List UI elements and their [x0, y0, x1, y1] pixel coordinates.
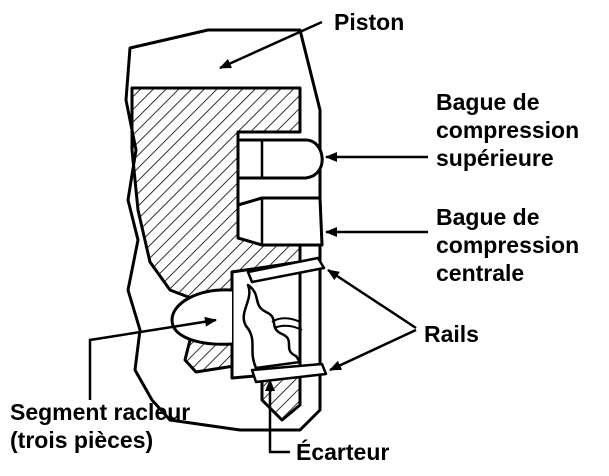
expander-spacer	[242, 283, 302, 370]
middle-ring-line-3: centrale	[436, 260, 525, 286]
expander-tab	[271, 317, 303, 331]
label-upper-compression-ring: Bague de compression supérieure	[436, 88, 579, 172]
middle-compression-ring	[236, 196, 324, 247]
label-piston-text: Piston	[334, 9, 405, 35]
label-rails-text: Rails	[424, 321, 479, 347]
arrow-rail-lower	[329, 328, 417, 372]
label-oil-ring: Segment racleur (trois pièces)	[10, 398, 190, 454]
upper-compression-ring	[236, 138, 324, 180]
label-expander: Écarteur	[296, 438, 389, 466]
upper-rail	[246, 256, 326, 284]
middle-ring-line-2: compression	[436, 232, 580, 258]
upper-ring-line-3: supérieure	[436, 145, 554, 171]
arrow-expander	[265, 379, 290, 454]
oil-ring-line-2: (trois pièces)	[10, 427, 154, 453]
oil-ring-line-1: Segment racleur	[10, 399, 191, 425]
lower-rail	[250, 362, 328, 384]
upper-ring-line-1: Bague de	[436, 89, 540, 115]
label-expander-text: Écarteur	[296, 439, 390, 465]
upper-ring-line-2: compression	[436, 117, 580, 143]
middle-ring-line-1: Bague de	[436, 204, 540, 230]
label-piston: Piston	[334, 8, 404, 36]
label-middle-compression-ring: Bague de compression centrale	[436, 203, 579, 287]
arrow-piston	[219, 20, 323, 70]
arrow-oil-ring	[88, 316, 217, 400]
arrow-rail-upper	[327, 268, 417, 330]
label-rails: Rails	[424, 320, 479, 348]
oil-drain-bump	[170, 288, 233, 346]
